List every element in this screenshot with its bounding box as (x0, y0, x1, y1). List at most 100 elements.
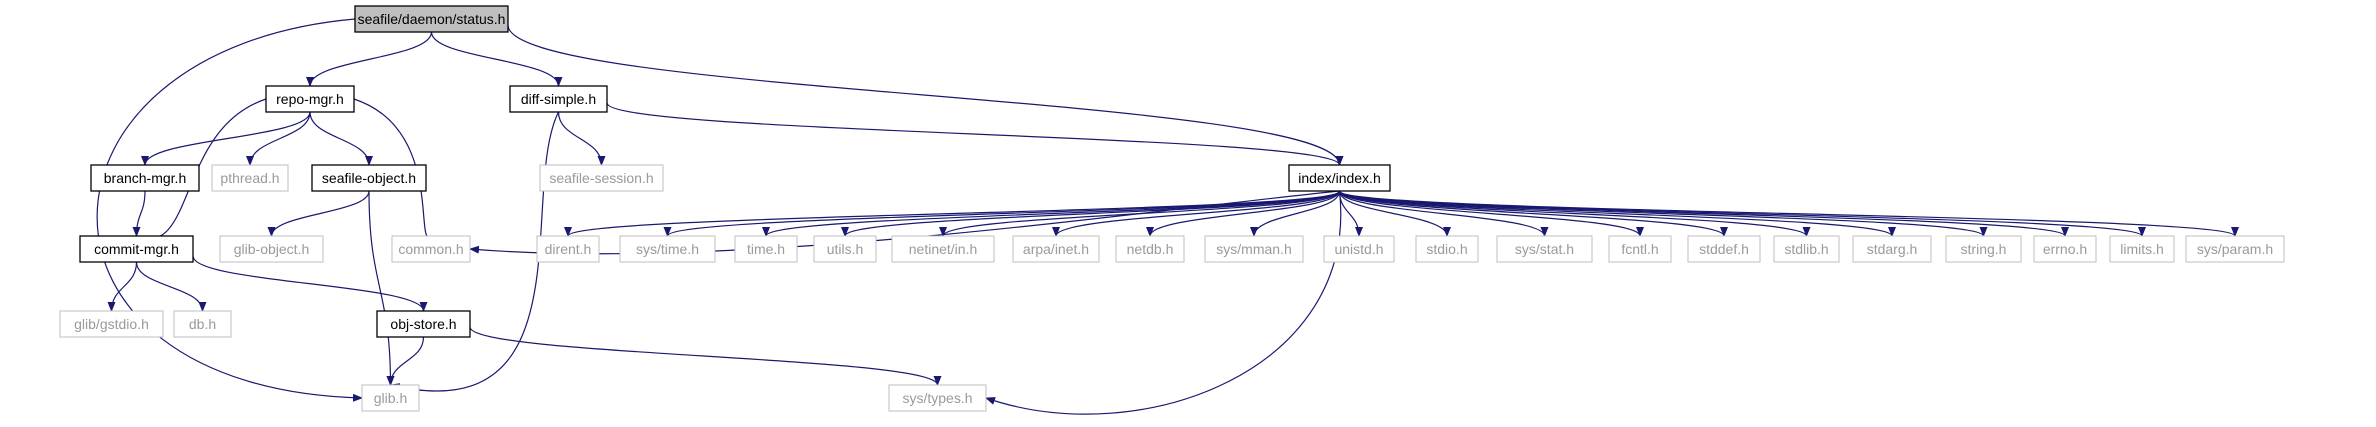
edge-index-to-arpa-inet (1052, 190, 1341, 237)
node-box-pthread (211, 164, 289, 192)
node-label-stdlib: stdlib.h (1784, 241, 1828, 257)
node-time: time.h (734, 235, 798, 263)
edge-index-to-stdarg (1338, 190, 1896, 237)
node-commit-mgr[interactable]: commit-mgr.h (79, 235, 194, 263)
node-box-commit-mgr (79, 235, 194, 263)
node-utils: utils.h (813, 235, 877, 263)
node-index[interactable]: index/index.h (1288, 164, 1391, 192)
node-glib-gstdio: glib/gstdio.h (59, 310, 164, 338)
node-label-stdio: stdio.h (1426, 241, 1467, 257)
node-sys-types: sys/types.h (888, 384, 987, 412)
node-box-obj-store (376, 310, 471, 338)
node-box-glib (361, 384, 420, 412)
edge-commit-mgr-to-glib-gstdio (107, 261, 138, 312)
node-box-sys-param (2185, 235, 2285, 263)
node-glib: glib.h (361, 384, 420, 412)
edge-commit-mgr-to-obj-store (192, 255, 428, 312)
edge-repo-mgr-to-seafile-object (309, 111, 373, 166)
node-sys-mman: sys/mman.h (1204, 235, 1304, 263)
node-label-status: seafile/daemon/status.h (358, 11, 506, 27)
edge-index-to-stddef (1338, 190, 1728, 237)
node-errno: errno.h (2033, 235, 2097, 263)
node-box-string (1945, 235, 2022, 263)
node-db: db.h (173, 310, 232, 338)
node-label-sys-mman: sys/mman.h (1216, 241, 1291, 257)
node-label-sys-time: sys/time.h (636, 241, 699, 257)
node-netdb: netdb.h (1115, 235, 1185, 263)
node-box-db (173, 310, 232, 338)
node-seafile-session: seafile-session.h (539, 164, 664, 192)
node-label-glib-object: glib-object.h (234, 241, 310, 257)
node-seafile-object[interactable]: seafile-object.h (311, 164, 427, 192)
edge-status-to-index (507, 24, 1344, 166)
node-box-stdio (1415, 235, 1479, 263)
edge-index-to-string (1338, 190, 1988, 237)
node-box-utils (813, 235, 877, 263)
node-obj-store[interactable]: obj-store.h (376, 310, 471, 338)
edge-index-to-sys-time (663, 190, 1341, 237)
node-box-seafile-session (539, 164, 664, 192)
node-box-unistd (1323, 235, 1395, 263)
node-box-dirent (536, 235, 600, 263)
node-limits: limits.h (2109, 235, 2175, 263)
edge-obj-store-to-glib (386, 336, 425, 386)
node-box-errno (2033, 235, 2097, 263)
node-label-time: time.h (747, 241, 785, 257)
edge-seafile-object-to-glib (368, 190, 395, 386)
node-label-commit-mgr: commit-mgr.h (94, 241, 179, 257)
node-label-utils: utils.h (827, 241, 864, 257)
node-label-fcntl: fcntl.h (1621, 241, 1658, 257)
node-label-string: string.h (1961, 241, 2007, 257)
node-label-seafile-session: seafile-session.h (549, 170, 653, 186)
edge-diff-simple-to-seafile-session (557, 111, 606, 166)
node-box-sys-types (888, 384, 987, 412)
node-box-glib-object (219, 235, 324, 263)
node-box-fcntl (1608, 235, 1672, 263)
node-sys-time: sys/time.h (619, 235, 716, 263)
edge-index-to-dirent (564, 190, 1341, 237)
edge-repo-mgr-to-branch-mgr (141, 111, 311, 166)
edge-index-to-stdlib (1338, 190, 1811, 237)
node-netinet-in: netinet/in.h (891, 235, 995, 263)
node-repo-mgr[interactable]: repo-mgr.h (265, 85, 355, 113)
node-layer: seafile/daemon/status.h repo-mgr.h diff-si… (59, 5, 2285, 412)
node-sys-stat: sys/stat.h (1496, 235, 1593, 263)
edge-index-to-errno (1338, 190, 2069, 237)
edge-branch-mgr-to-commit-mgr (132, 190, 146, 237)
edge-obj-store-to-sys-types (469, 326, 942, 386)
node-box-diff-simple (509, 85, 608, 113)
node-label-seafile-object: seafile-object.h (322, 170, 416, 186)
edge-index-to-fcntl (1338, 190, 1644, 237)
node-box-status (354, 5, 509, 33)
node-glib-object: glib-object.h (219, 235, 324, 263)
edge-index-to-sys-mman (1250, 190, 1341, 237)
node-label-glib-gstdio: glib/gstdio.h (74, 316, 149, 332)
node-diff-simple[interactable]: diff-simple.h (509, 85, 608, 113)
node-branch-mgr[interactable]: branch-mgr.h (90, 164, 200, 192)
node-box-stdlib (1773, 235, 1840, 263)
node-label-repo-mgr: repo-mgr.h (276, 91, 344, 107)
node-stdio: stdio.h (1415, 235, 1479, 263)
node-box-branch-mgr (90, 164, 200, 192)
node-box-sys-stat (1496, 235, 1593, 263)
edge-diff-simple-to-index (606, 102, 1344, 166)
node-status[interactable]: seafile/daemon/status.h (354, 5, 509, 33)
node-dirent: dirent.h (536, 235, 600, 263)
node-box-sys-time (619, 235, 716, 263)
edge-seafile-object-to-glib-object (267, 190, 370, 237)
node-box-stddef (1687, 235, 1761, 263)
node-label-stddef: stddef.h (1699, 241, 1749, 257)
edge-index-to-utils (841, 190, 1341, 237)
node-label-obj-store: obj-store.h (390, 316, 456, 332)
node-box-arpa-inet (1012, 235, 1100, 263)
node-box-sys-mman (1204, 235, 1304, 263)
edge-index-to-limits (1338, 190, 2146, 237)
edge-index-to-sys-param (1338, 190, 2239, 237)
edge-index-to-stdio (1338, 190, 1451, 237)
node-box-index (1288, 164, 1391, 192)
node-arpa-inet: arpa/inet.h (1012, 235, 1100, 263)
node-label-index: index/index.h (1298, 170, 1381, 186)
node-label-limits: limits.h (2120, 241, 2164, 257)
node-label-netinet-in: netinet/in.h (909, 241, 978, 257)
